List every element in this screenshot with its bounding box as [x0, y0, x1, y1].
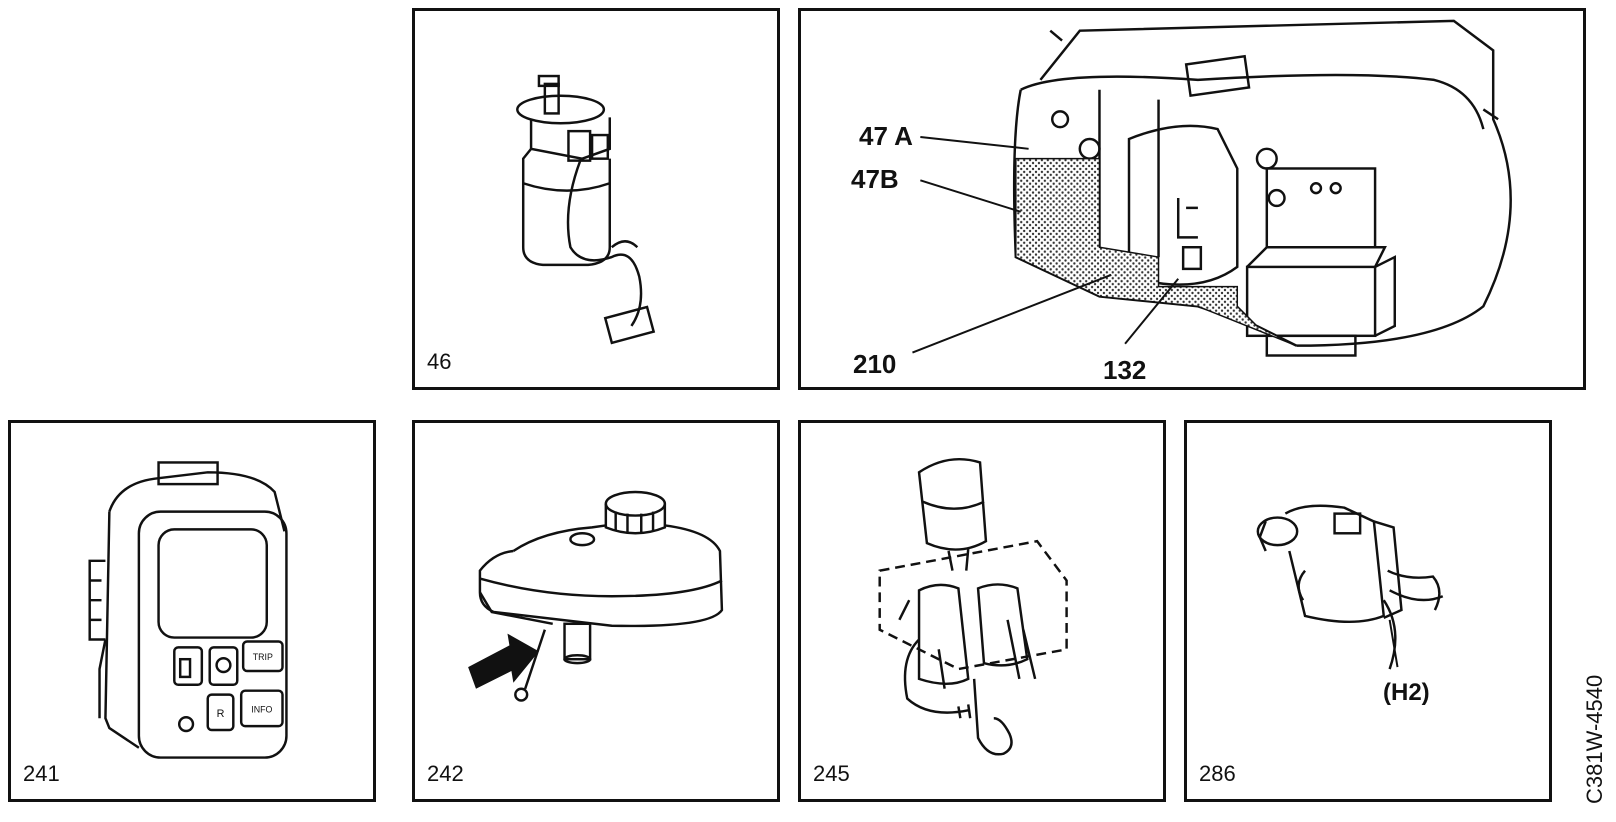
instrument-cluster-illustration — [912, 19, 1512, 357]
reference-code: C381W-4540 — [1582, 674, 1607, 804]
reservoir-illustration — [468, 490, 724, 702]
callout-132: 132 — [1103, 355, 1147, 385]
display-unit-illustration: TRIP R INFO — [88, 461, 288, 759]
switch-illustration — [1256, 504, 1444, 670]
info-button-label: INFO — [251, 704, 272, 714]
panel-46-fuel-pump: 46 — [412, 8, 780, 390]
panel-286-switch: (H2) 286 — [1184, 420, 1552, 802]
callout-47b: 47B — [851, 164, 899, 194]
callout-210: 210 — [853, 349, 897, 379]
panel-241-display-unit: TRIP R INFO 241 — [8, 420, 376, 802]
gear-selector-illustration — [878, 457, 1068, 756]
part-number-46: 46 — [427, 349, 452, 374]
part-number-286: 286 — [1199, 761, 1236, 786]
part-number-242: 242 — [427, 761, 464, 786]
panel-242-reservoir: 242 — [412, 420, 780, 802]
callout-h2: (H2) — [1383, 679, 1430, 706]
callout-47a: 47 A — [859, 121, 913, 151]
fuel-pump-illustration — [516, 74, 656, 345]
panel-245-gear-selector: 245 — [798, 420, 1166, 802]
r-button-label: R — [217, 708, 225, 720]
part-number-245: 245 — [813, 761, 850, 786]
trip-button-label: TRIP — [253, 652, 273, 662]
part-number-241: 241 — [23, 761, 60, 786]
panel-instrument-cluster: 47 A 47B 210 132 — [798, 8, 1586, 390]
